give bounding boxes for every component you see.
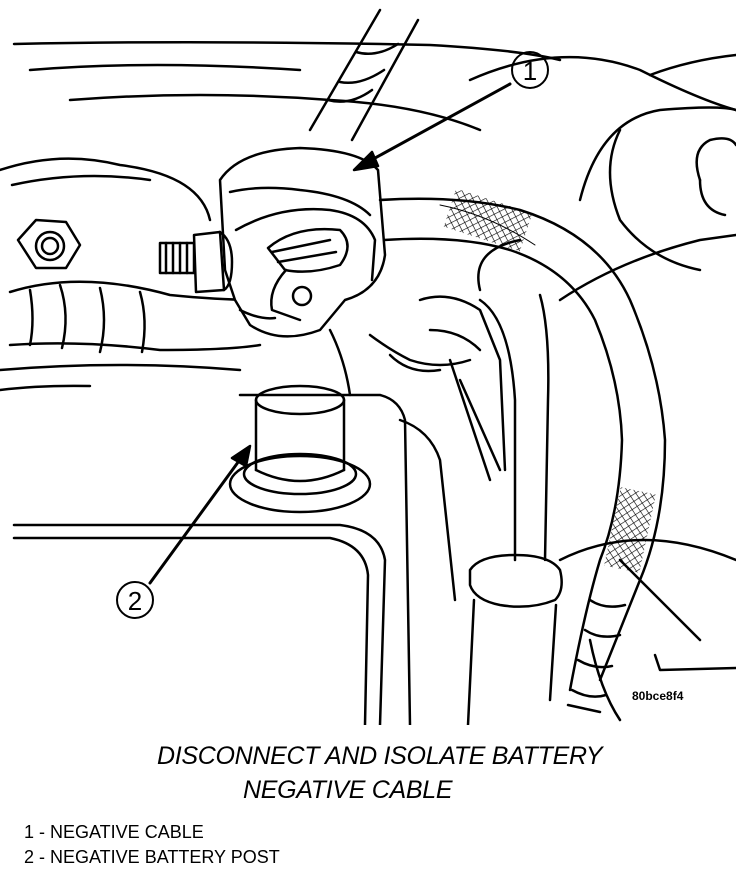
- callout-2: 2: [116, 444, 252, 619]
- battery-case: [12, 393, 457, 725]
- caption-line-1: DISCONNECT AND ISOLATE BATTERY: [157, 742, 603, 770]
- callout-2-number: 2: [128, 586, 142, 616]
- clamp-bolt: [158, 230, 234, 294]
- wire-harness-left: [8, 280, 262, 354]
- bolt-hex-left: [16, 218, 82, 270]
- negative-cable-wire: [378, 188, 667, 714]
- callout-1-number: 1: [523, 56, 537, 86]
- legend-item-1: 1 - NEGATIVE CABLE: [24, 822, 204, 842]
- callout-1: 1: [352, 51, 549, 172]
- negative-cable-clamp: [218, 146, 387, 338]
- negative-battery-post: [228, 384, 372, 514]
- engine-bay-background: [0, 40, 736, 722]
- caption-line-2: NEGATIVE CABLE: [243, 776, 453, 804]
- battery-cable-illustration: 1 2: [0, 8, 736, 725]
- legend-item-2: 2 - NEGATIVE BATTERY POST: [24, 847, 280, 867]
- upper-hose: [308, 8, 420, 142]
- cable-lower-section: [328, 295, 507, 482]
- legend: 1 - NEGATIVE CABLE 2 - NEGATIVE BATTERY …: [24, 820, 280, 870]
- vertical-hose: [466, 293, 563, 725]
- figure-id: 80bce8f4: [632, 689, 684, 703]
